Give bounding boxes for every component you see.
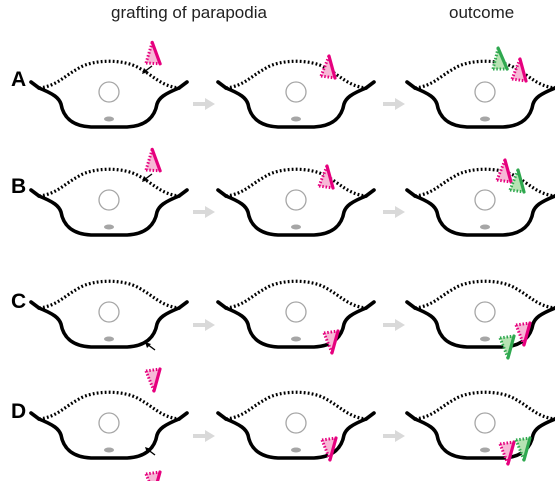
embryo-b1 <box>31 169 187 235</box>
row-a <box>31 40 555 127</box>
embryo-c2 <box>218 281 374 347</box>
embryo-a2 <box>218 61 374 127</box>
transition-arrow-c2 <box>381 317 407 333</box>
row-c <box>31 281 555 393</box>
header-grafting: grafting of parapodia <box>111 3 267 22</box>
graft-arrow-c <box>144 341 156 351</box>
graft-parapodium-a <box>142 40 162 67</box>
graft-parapodium-d <box>144 470 162 481</box>
graft-parapodium-c <box>144 367 162 393</box>
transition-arrow-b2 <box>381 204 407 220</box>
transition-arrow-a2 <box>381 96 407 112</box>
embryo-c3 <box>407 281 555 347</box>
row-label-c: C <box>11 290 27 313</box>
embryo-c1 <box>31 281 187 347</box>
embryo-d1 <box>31 392 187 458</box>
graft-parapodium-b <box>142 147 162 174</box>
row-label-a: A <box>11 68 27 91</box>
grafted-parapodium-b <box>317 164 335 190</box>
transition-arrow-c1 <box>191 317 217 333</box>
graft-outcome-c <box>514 321 532 347</box>
embryo-d3 <box>407 392 555 458</box>
transition-arrow-a1 <box>191 96 217 112</box>
row-b <box>31 147 555 235</box>
transition-arrow-d2 <box>381 428 407 444</box>
grafted-parapodium-c <box>322 329 340 355</box>
row-d <box>31 392 555 481</box>
embryo-a1 <box>31 61 187 127</box>
regenerate-a <box>488 45 509 73</box>
transition-arrow-d1 <box>191 428 217 444</box>
embryo-b3 <box>407 169 555 235</box>
graft-outcome-a <box>510 57 528 83</box>
header-outcome: outcome <box>449 3 515 22</box>
graft-outcome-b <box>495 158 513 184</box>
row-label-b: B <box>11 175 27 198</box>
embryo-d2 <box>218 392 374 458</box>
graft-outcome-d <box>498 440 516 466</box>
row-label-d: D <box>11 400 27 423</box>
embryo-b2 <box>218 169 374 235</box>
transition-arrow-b1 <box>191 204 217 220</box>
embryo-a3 <box>407 61 555 127</box>
